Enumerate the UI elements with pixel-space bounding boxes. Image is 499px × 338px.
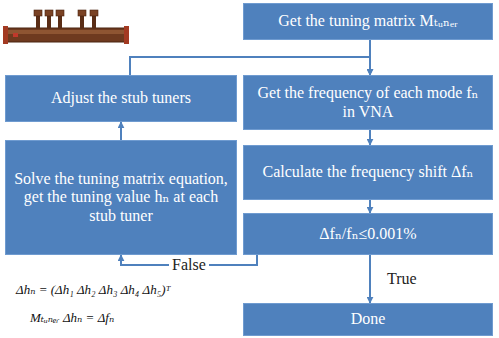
flow-arrow	[130, 57, 370, 75]
process-box: Adjust the stub tuners	[5, 75, 237, 122]
edge-label: True	[384, 270, 420, 288]
stub-tuner-stub	[90, 10, 98, 28]
stub-tuner-stub	[78, 10, 86, 28]
flow-arrow	[369, 255, 371, 303]
stub-tuner-stub	[56, 10, 64, 28]
decision-box: Δfₙ/fₙ≤0.001%	[243, 213, 493, 255]
box-text: Get the tuning matrix Mₜᵤₙₑᵣ	[278, 12, 457, 30]
process-box: Get the tuning matrix Mₜᵤₙₑᵣ	[243, 3, 493, 40]
flow-arrow	[369, 200, 371, 213]
equation-label: Δhₙ = (Δh₁ Δh₂ Δh₃ Δh₄ Δh₅)ᵀ	[16, 282, 171, 298]
process-box: Solve the tuning matrix equation, get th…	[5, 140, 237, 255]
box-text: Solve the tuning matrix equation, get th…	[14, 170, 228, 225]
box-text: Δfₙ/fₙ≤0.001%	[319, 225, 416, 243]
stub-tuner-stub	[34, 10, 42, 28]
box-text: Adjust the stub tuners	[51, 89, 191, 107]
flow-arrow	[120, 122, 122, 140]
stub-tuner-stub	[45, 10, 53, 28]
box-text: Calculate the frequency shift Δfₙ	[263, 163, 474, 181]
flow-arrow	[369, 130, 371, 145]
box-text: Done	[351, 310, 386, 328]
terminal-box: Done	[243, 303, 493, 336]
process-box: Calculate the frequency shift Δfₙ	[243, 145, 493, 200]
box-text: Get the frequency of each mode fₙ in VNA	[252, 84, 484, 121]
stub-tuner-waveguide	[3, 10, 129, 44]
edge-label: False	[169, 256, 209, 274]
equation-label: Mₜᵤₙₑᵣ Δhₙ = Δfₙ	[30, 310, 114, 326]
process-box: Get the frequency of each mode fₙ in VNA	[243, 75, 493, 130]
